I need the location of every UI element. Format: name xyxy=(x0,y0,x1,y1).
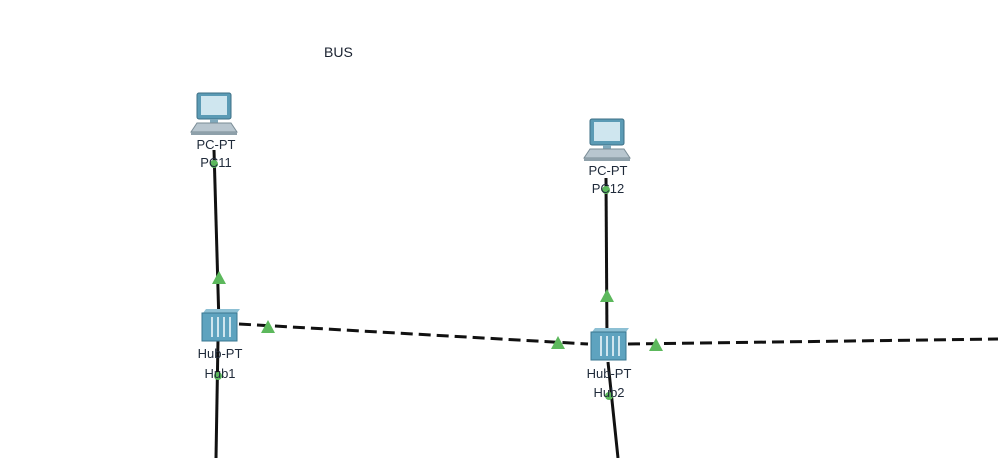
device-type-label: Hub-PT xyxy=(197,346,243,361)
link-pc12-hub2[interactable] xyxy=(604,177,609,343)
port-indicator xyxy=(605,392,613,400)
device-type-label: Hub-PT xyxy=(586,366,632,381)
hub-icon xyxy=(590,328,629,361)
port-indicator xyxy=(214,372,222,380)
pc-icon xyxy=(190,92,238,135)
canvas-note[interactable]: BUS xyxy=(324,44,353,60)
pc-icon xyxy=(583,118,631,161)
link-pc11-hub1[interactable] xyxy=(212,149,221,325)
device-name-label: PC12 xyxy=(591,181,625,196)
port-indicator xyxy=(602,186,610,194)
link-up-indicator xyxy=(600,289,614,302)
device-type-label: PC-PT xyxy=(196,137,236,152)
device-hub2[interactable] xyxy=(588,326,630,362)
device-name-label: Hub2 xyxy=(593,385,625,400)
device-name-label: Hub1 xyxy=(204,366,236,381)
device-type-label: PC-PT xyxy=(588,163,628,178)
device-name-label: PC11 xyxy=(200,155,232,170)
device-hub1[interactable] xyxy=(199,307,241,343)
hub-icon xyxy=(201,309,240,342)
link-hub2-down[interactable] xyxy=(606,361,620,458)
link-hub2-right[interactable] xyxy=(627,337,998,346)
link-hub1-down[interactable] xyxy=(214,339,220,458)
link-hub1-hub2[interactable] xyxy=(238,322,589,346)
link-up-indicator xyxy=(551,336,565,349)
link-up-indicator xyxy=(261,320,275,333)
device-pc11[interactable] xyxy=(189,92,239,136)
link-up-indicator xyxy=(212,271,226,284)
link-up-indicator xyxy=(649,338,663,351)
device-pc12[interactable] xyxy=(582,118,632,162)
port-indicator xyxy=(210,160,218,168)
